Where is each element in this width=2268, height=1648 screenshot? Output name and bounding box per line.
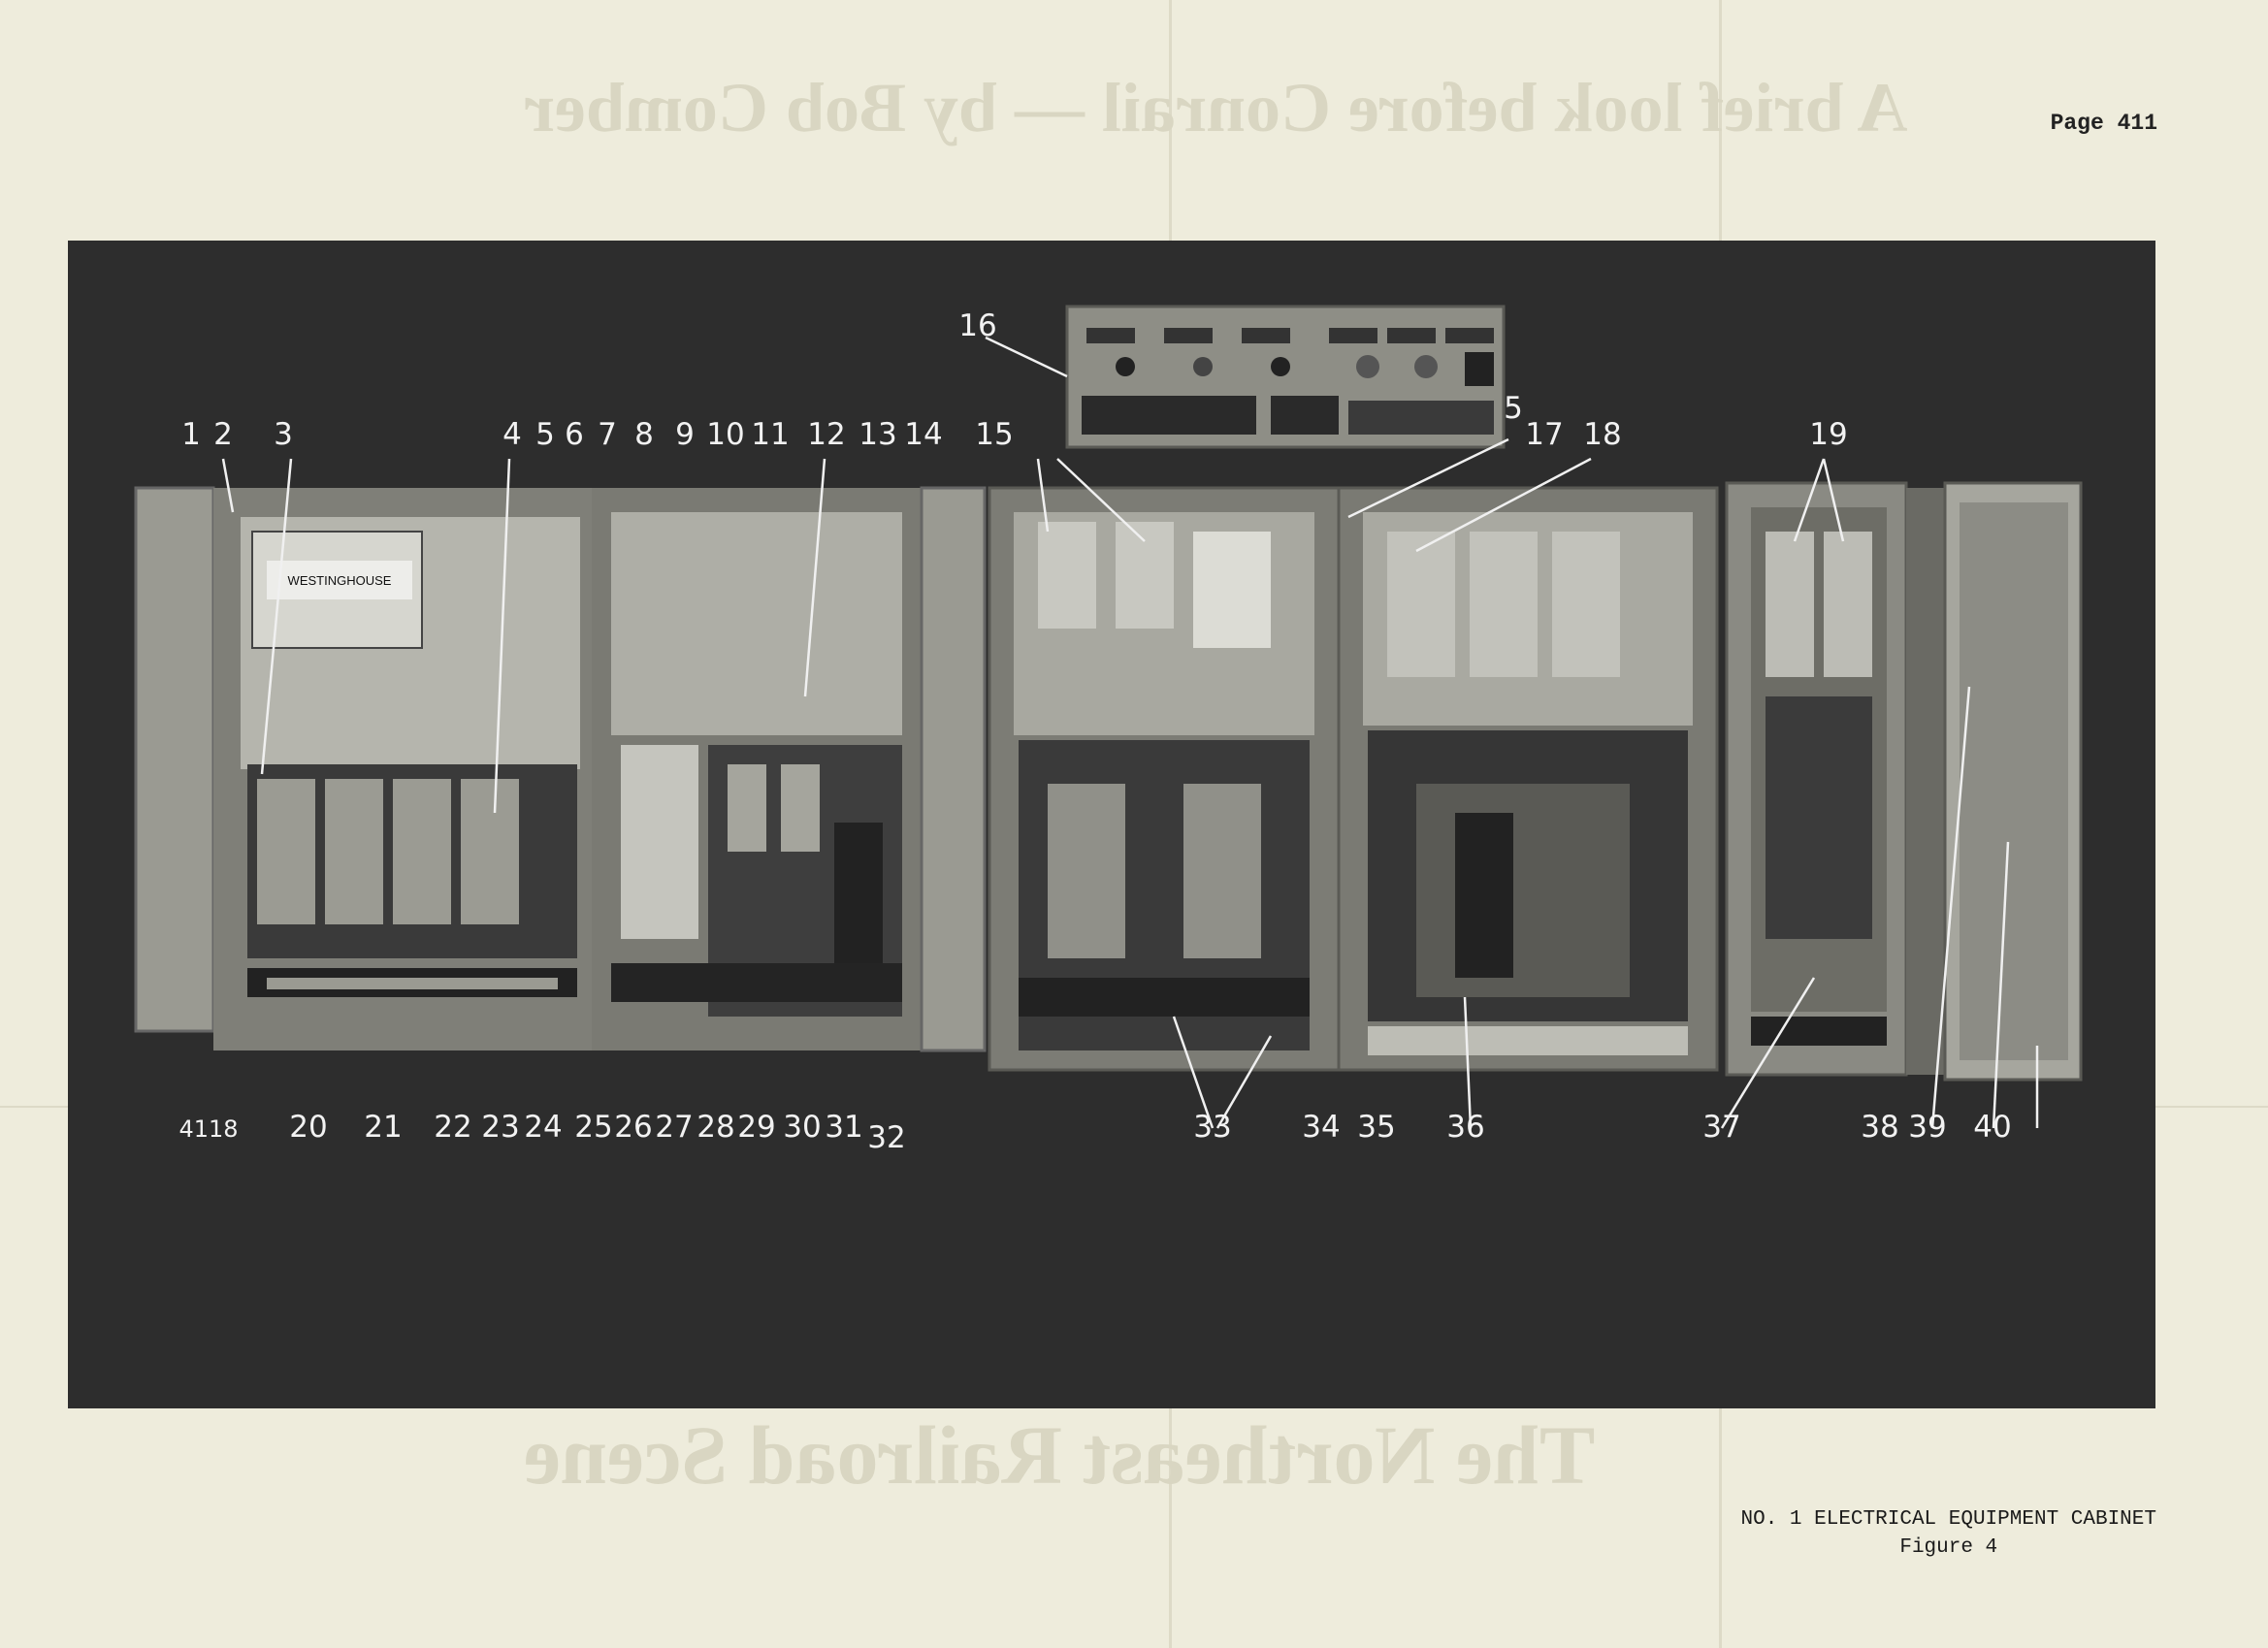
cabinet-middle (988, 486, 1719, 1072)
callout-bottom-38: 38 (1861, 1110, 1898, 1145)
caption-figure-number: Figure 4 (1899, 1536, 1998, 1559)
callout-bottom-29: 29 (737, 1110, 775, 1145)
showthrough-heading-top: A brief look before Conrail — by Bob Com… (524, 69, 1908, 146)
callout-top-17: 17 (1525, 417, 1563, 452)
caption-title: NO. 1 ELECTRICAL EQUIPMENT CABINET (1740, 1508, 2156, 1531)
figure-caption: NO. 1 ELECTRICAL EQUIPMENT CABINET Figur… (1741, 1505, 2156, 1562)
page-number: Page 411 (2050, 111, 2157, 136)
callout-top-1: 1 (181, 417, 201, 452)
callout-bottom-34: 34 (1302, 1110, 1340, 1145)
callout-top-4: 4 (502, 417, 522, 452)
callout-bottom-37: 37 (1702, 1110, 1740, 1145)
callout-top-5b: 5 (1504, 391, 1523, 426)
callout-bottom-32: 32 (867, 1120, 905, 1155)
callout-top-10: 10 (706, 417, 744, 452)
callout-bottom-35: 35 (1357, 1110, 1395, 1145)
callouts-top: 1 2 3 4 5 6 7 8 9 10 11 12 13 14 15 5 17… (181, 391, 1848, 452)
callout-bottom-30: 30 (783, 1110, 821, 1145)
callout-top-3: 3 (274, 417, 293, 452)
westinghouse-plate: WESTINGHOUSE (288, 573, 392, 588)
callout-bottom-21: 21 (364, 1110, 402, 1145)
callout-top-9: 9 (675, 417, 695, 452)
callout-bottom-28: 28 (697, 1110, 734, 1145)
callout-top-19: 19 (1809, 417, 1847, 452)
cabinet-photograph: WESTINGHOUSE (68, 241, 2155, 1408)
callout-bottom-26: 26 (614, 1110, 652, 1145)
callout-bottom-33: 33 (1193, 1110, 1231, 1145)
showthrough-heading-bottom: The Northeast Railroad Scene (524, 1408, 1596, 1502)
callout-top-15: 15 (975, 417, 1013, 452)
callout-top-7: 7 (598, 417, 617, 452)
callout-bottom-27: 27 (655, 1110, 693, 1145)
cabinet-photo-drawing: WESTINGHOUSE (134, 305, 2083, 1155)
callout-bottom-25: 25 (574, 1110, 612, 1145)
callout-top-6: 6 (565, 417, 584, 452)
callout-bottom-23: 23 (481, 1110, 519, 1145)
control-panel (1065, 305, 1506, 449)
callout-bottom-39: 39 (1908, 1110, 1946, 1145)
callout-top-5: 5 (535, 417, 555, 452)
callout-top-2: 2 (213, 417, 233, 452)
cabinet-right (1725, 481, 2083, 1082)
callout-16: 16 (958, 308, 996, 343)
callout-top-18: 18 (1583, 417, 1621, 452)
callout-bottom-40: 40 (1973, 1110, 2011, 1145)
callout-top-11: 11 (751, 417, 789, 452)
callout-bottom-24: 24 (524, 1110, 562, 1145)
callout-bottom-22: 22 (434, 1110, 471, 1145)
callout-bottom-31: 31 (825, 1110, 862, 1145)
leader-lines (221, 336, 2039, 1129)
cabinet-left: WESTINGHOUSE (134, 486, 987, 1052)
callout-top-12: 12 (807, 417, 845, 452)
callout-top-8: 8 (634, 417, 654, 452)
negative-number: 4118 (178, 1115, 238, 1143)
callouts-bottom: 4118 20 21 22 23 24 25 26 27 28 29 30 31… (178, 1110, 2011, 1155)
callout-top-13: 13 (859, 417, 896, 452)
callout-bottom-20: 20 (289, 1110, 327, 1145)
callout-bottom-36: 36 (1446, 1110, 1484, 1145)
callout-top-14: 14 (904, 417, 942, 452)
